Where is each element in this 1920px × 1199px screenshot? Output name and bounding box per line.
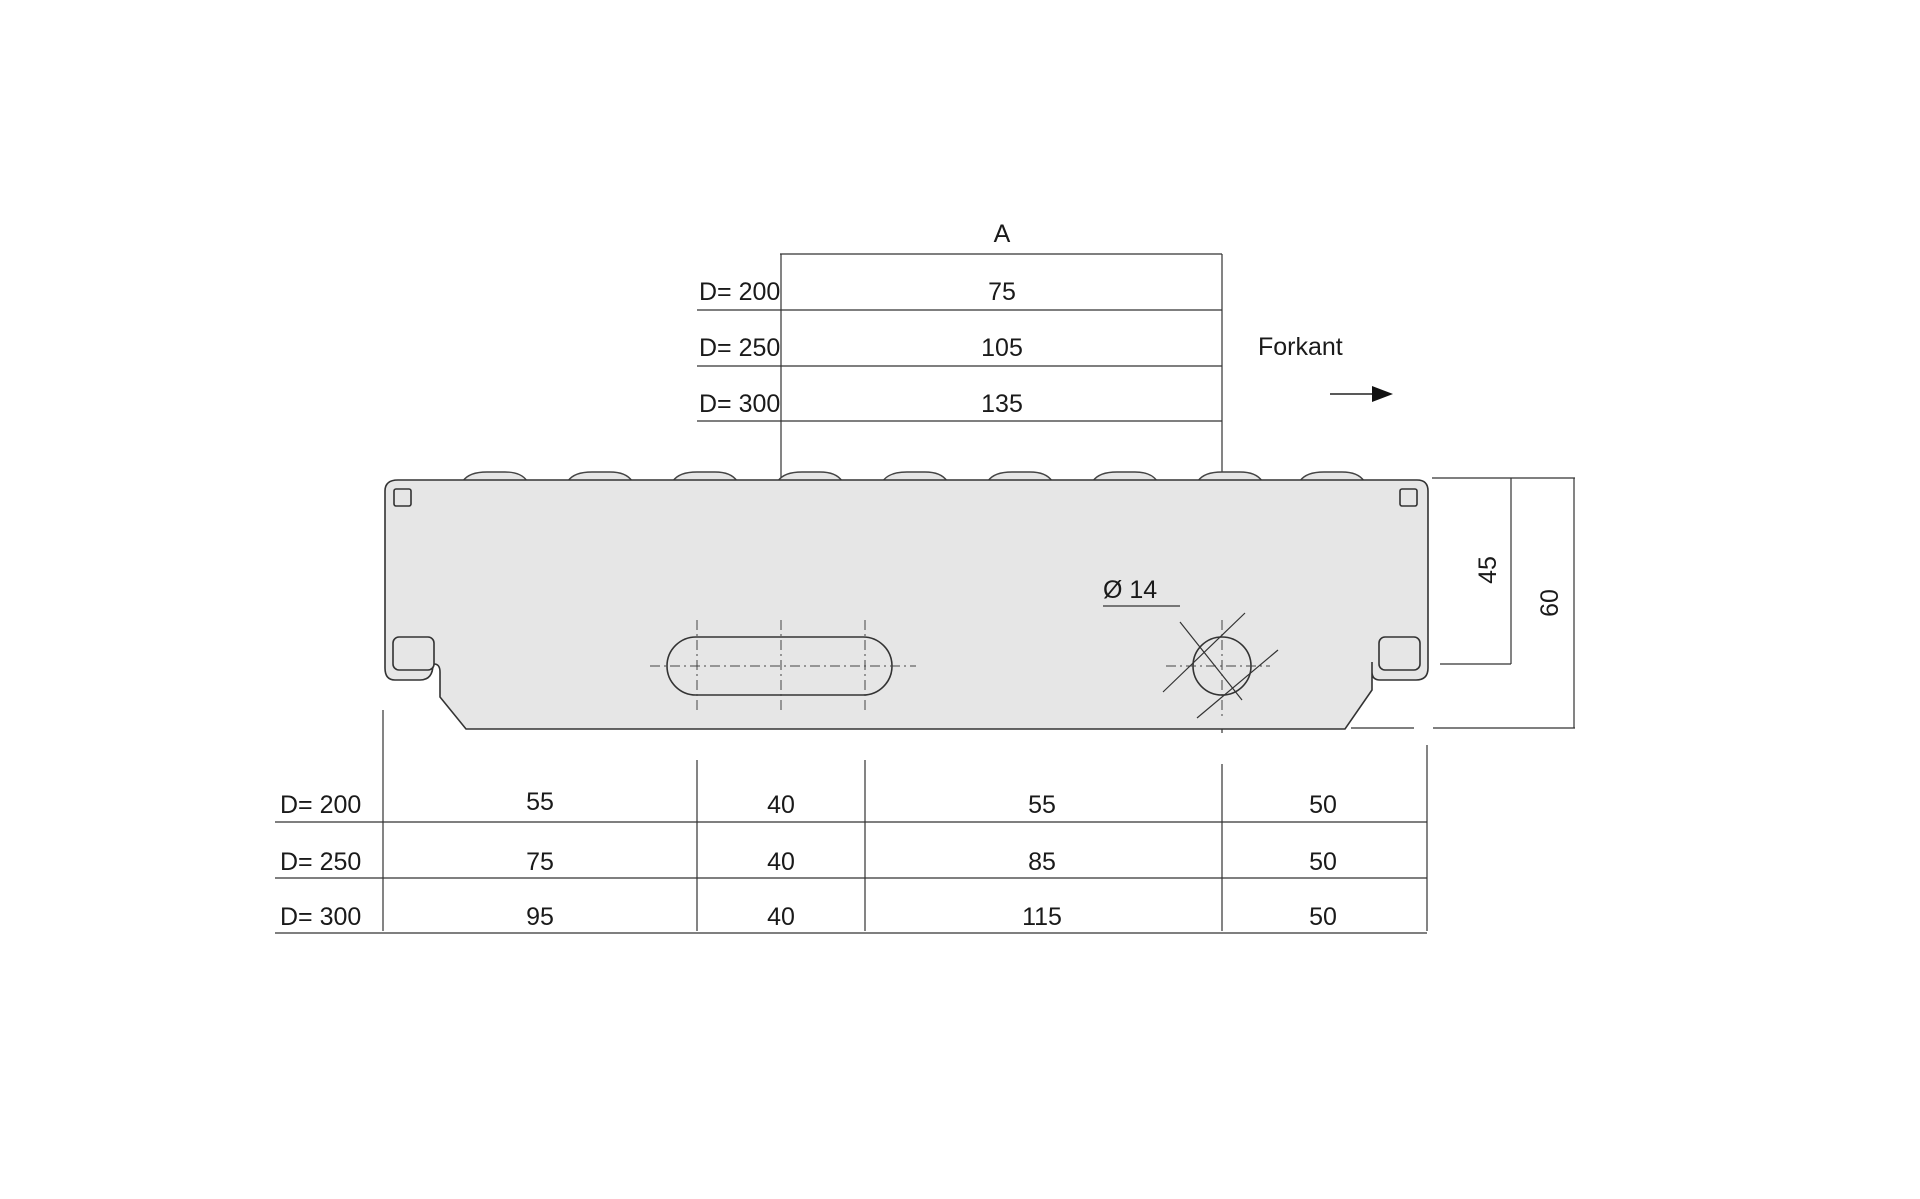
- diameter-label: Ø 14: [1103, 576, 1157, 604]
- bottom-table-cell: 40: [767, 903, 795, 931]
- bottom-table-row-label: D= 200: [280, 791, 361, 819]
- bump: [882, 471, 948, 482]
- bottom-dimension-table: D= 200 55 40 55 50 D= 250 75 40 85 50 D=…: [275, 710, 1428, 934]
- direction-arrow-icon: [1372, 386, 1393, 402]
- side-dimensions: 45 60: [1351, 477, 1575, 729]
- bottom-table-cell: 50: [1309, 903, 1337, 931]
- top-table-row-value: 105: [981, 334, 1023, 362]
- plate-outline: [384, 479, 1429, 730]
- corner-notch: [393, 488, 412, 507]
- bottom-table-cell: 85: [1028, 848, 1056, 876]
- top-bumps: [462, 471, 1365, 482]
- bottom-table-cell: 40: [767, 791, 795, 819]
- top-table-row-label: D= 250: [699, 334, 780, 362]
- bump: [462, 471, 528, 482]
- outer-height-label: 60: [1536, 589, 1564, 617]
- top-dimension-table: A D= 200 75 D= 250 105 D= 300 135: [697, 220, 1223, 733]
- bottom-table-cell: 50: [1309, 791, 1337, 819]
- bottom-table-cell: 75: [526, 848, 554, 876]
- bump: [567, 471, 633, 482]
- bottom-table-cell: 95: [526, 903, 554, 931]
- side-notch: [1378, 636, 1421, 671]
- bottom-table-cell: 55: [526, 788, 554, 816]
- top-table-header: A: [994, 220, 1011, 248]
- bottom-table-cell: 40: [767, 848, 795, 876]
- corner-notch: [1399, 488, 1418, 507]
- direction-label: Forkant: [1258, 333, 1343, 361]
- top-table-row-label: D= 200: [699, 278, 780, 306]
- diameter-tick: [1196, 649, 1279, 719]
- bump: [1092, 471, 1158, 482]
- bump: [987, 471, 1053, 482]
- top-table-row-value: 135: [981, 390, 1023, 418]
- diameter-leader: [1179, 621, 1243, 701]
- inner-height-label: 45: [1474, 556, 1502, 584]
- bottom-table-row-label: D= 250: [280, 848, 361, 876]
- bump: [1299, 471, 1365, 482]
- direction-indicator: Forkant: [1258, 333, 1393, 402]
- bottom-table-row-label: D= 300: [280, 903, 361, 931]
- bump: [672, 471, 738, 482]
- bottom-table-cell: 50: [1309, 848, 1337, 876]
- bump: [1197, 471, 1263, 482]
- bump: [777, 471, 843, 482]
- bottom-table-cell: 55: [1028, 791, 1056, 819]
- plate-profile: Ø 14: [384, 471, 1429, 730]
- bottom-table-cell: 115: [1022, 903, 1062, 931]
- diameter-tick: [1162, 612, 1246, 693]
- top-table-row-label: D= 300: [699, 390, 780, 418]
- side-notch: [392, 636, 435, 671]
- top-table-row-value: 75: [988, 278, 1016, 306]
